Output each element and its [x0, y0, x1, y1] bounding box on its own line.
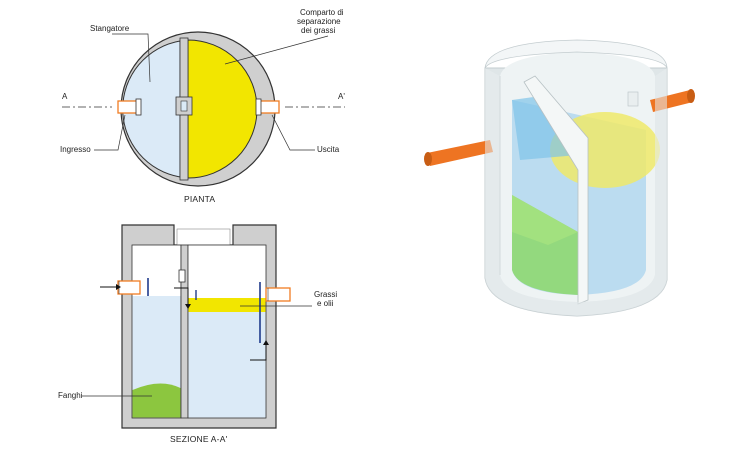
- section-sludge: [132, 383, 181, 418]
- label-comparto-2: separazione: [297, 17, 341, 26]
- leader-comparto: [224, 35, 329, 65]
- leader-stangatore: [112, 33, 151, 83]
- caption-sezione: SEZIONE A-A': [170, 434, 228, 444]
- section-label-a-prime: A': [338, 92, 345, 101]
- caption-pianta: PIANTA: [184, 194, 215, 204]
- label-fanghi: Fanghi: [58, 391, 83, 400]
- tank-3d-inlet-pipe: [427, 140, 493, 166]
- label-grassi-2: e olii: [317, 299, 334, 308]
- tank-3d-illustration: [424, 39, 695, 317]
- section-transfer-slot: [178, 269, 186, 283]
- section-inlet-pipe: [117, 280, 141, 295]
- leader-uscita: [271, 114, 315, 151]
- label-uscita: Uscita: [317, 145, 340, 154]
- section-view: Grassi e olii Fanghi SEZIONE A-A': [58, 224, 337, 444]
- label-ingresso: Ingresso: [60, 145, 91, 154]
- leader-ingresso: [94, 114, 126, 151]
- outlet-flow-arrow: [250, 344, 267, 361]
- label-stangatore: Stangatore: [90, 24, 130, 33]
- label-grassi-1: Grassi: [314, 290, 337, 299]
- section-label-a: A: [62, 92, 68, 101]
- label-comparto-1: Comparto di: [300, 8, 344, 17]
- tank-3d-divider: [523, 75, 589, 305]
- section-outlet-pipe: [265, 287, 291, 302]
- plan-view: A A' Stangatore Comparto di separazione …: [60, 8, 345, 204]
- section-grease-water: [188, 298, 266, 418]
- tank-3d-rim: [484, 39, 668, 69]
- label-comparto-3: dei grassi: [301, 26, 335, 35]
- section-grease-layer: [188, 298, 266, 312]
